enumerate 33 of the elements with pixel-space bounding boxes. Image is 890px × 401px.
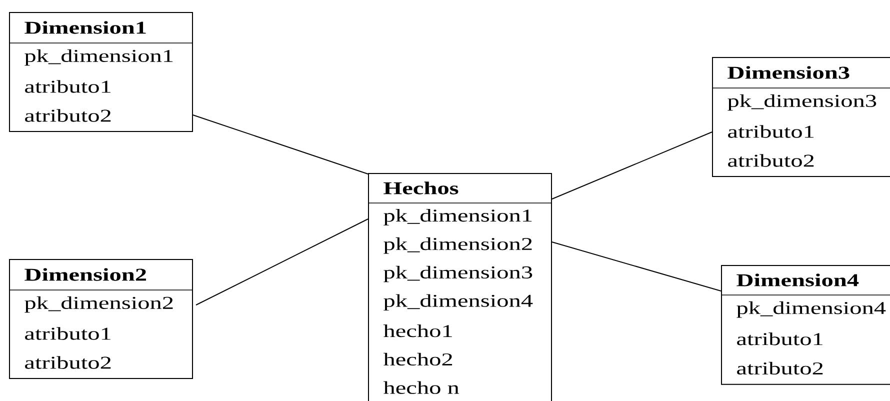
field-name: atributo1 — [25, 80, 110, 93]
table-title: Hechos — [384, 182, 458, 194]
connector-line — [192, 114, 368, 174]
field-name: atributo2 — [728, 154, 814, 167]
field-name: hecho2 — [383, 352, 452, 366]
connector-line — [196, 218, 368, 306]
field-name: atributo2 — [25, 109, 111, 122]
table-box — [8, 12, 193, 132]
table-title: Dimension2 — [24, 268, 146, 281]
field-name: atributo1 — [25, 327, 110, 340]
table-title: Dimension3 — [728, 66, 850, 79]
field-name: pk_dimension4 — [384, 294, 533, 311]
field-name: pk_dimension1 — [384, 209, 532, 226]
field-name: pk_dimension2 — [24, 296, 173, 313]
field-name: atributo1 — [737, 332, 822, 346]
connector-line — [552, 242, 722, 292]
field-name: pk_dimension4 — [736, 301, 886, 318]
table-title: Dimension4 — [736, 274, 859, 286]
table-box — [720, 265, 890, 385]
table-box — [368, 173, 552, 401]
field-name: pk_dimension2 — [384, 237, 532, 254]
field-name: pk_dimension1 — [24, 49, 173, 66]
field-name: pk_dimension3 — [728, 94, 876, 111]
table-title: Dimension1 — [24, 21, 146, 34]
field-name: atributo2 — [737, 362, 823, 375]
field-name: atributo1 — [728, 125, 814, 138]
connector-line — [552, 132, 712, 200]
table-box — [712, 57, 890, 177]
field-name: hecho1 — [383, 324, 452, 338]
field-name: pk_dimension3 — [384, 266, 532, 282]
field-name: atributo2 — [25, 356, 111, 369]
table-box — [8, 259, 193, 379]
field-name: hecho n — [383, 381, 460, 394]
